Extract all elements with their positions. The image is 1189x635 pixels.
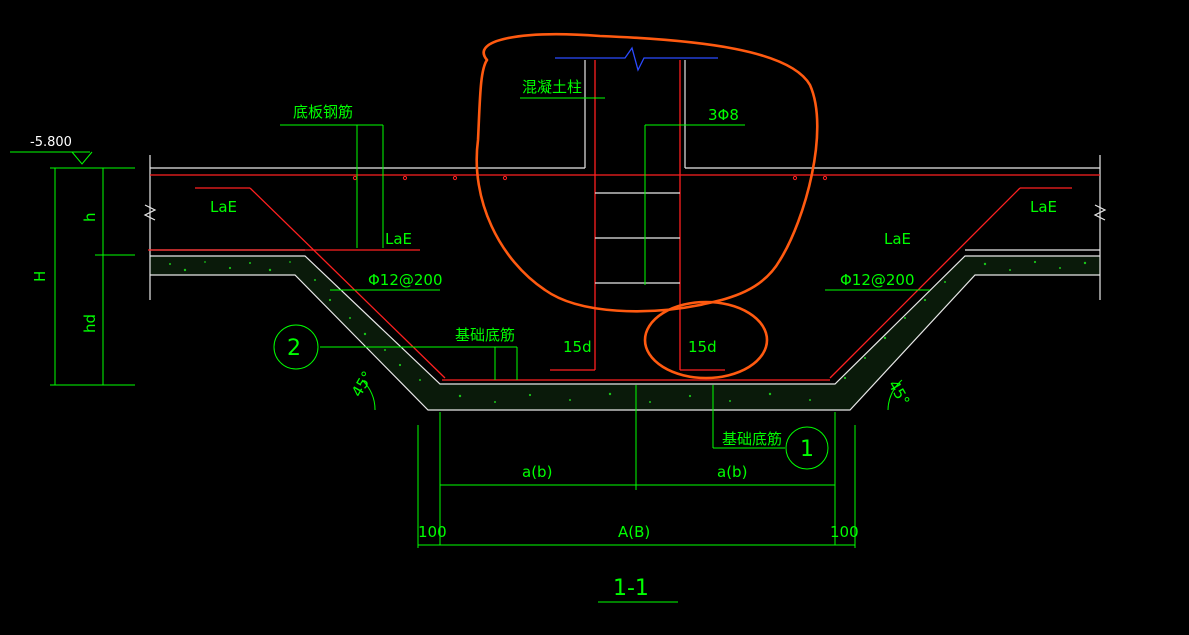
lae-right-mid: LaE xyxy=(884,230,911,248)
lae-left-top: LaE xyxy=(210,198,237,216)
rebars xyxy=(148,60,1100,381)
anchor-right-label: 15d xyxy=(688,338,717,356)
concrete-hatch xyxy=(150,256,1100,410)
dim-h: h xyxy=(81,212,99,222)
stirrups xyxy=(595,192,680,284)
base-rebar-bottom-label: 基础底筋 xyxy=(722,430,782,448)
dim-a-left: a(b) xyxy=(522,463,552,481)
dim-a-right: a(b) xyxy=(717,463,747,481)
anchor-left-label: 15d xyxy=(563,338,592,356)
elevation-label: -5.800 xyxy=(30,135,72,150)
dimensions xyxy=(10,97,930,603)
column-bars-label: 3Φ8 xyxy=(708,106,739,124)
lae-left-mid: LaE xyxy=(385,230,412,248)
markup-circle-large xyxy=(475,33,819,313)
dim-side-left: 100 xyxy=(418,523,447,541)
column-label: 混凝土柱 xyxy=(522,78,582,96)
base-rebar-top-label: 基础底筋 xyxy=(455,326,515,344)
dim-side-right: 100 xyxy=(830,523,859,541)
callout-2-circle xyxy=(273,324,319,370)
rebar-right-label: Φ12@200 xyxy=(840,271,915,289)
callout-2-label: 2 xyxy=(287,336,301,361)
callout-1-circle xyxy=(785,426,829,470)
dim-H: H xyxy=(31,271,49,282)
markup-circle-small xyxy=(643,300,769,380)
slab-outline xyxy=(143,60,1107,411)
dim-A: A(B) xyxy=(618,523,650,541)
slab-rebar-label: 底板钢筋 xyxy=(293,103,353,121)
break-right xyxy=(1093,204,1107,221)
break-left xyxy=(143,204,157,221)
rebar-left-label: Φ12@200 xyxy=(368,271,443,289)
lae-right-top: LaE xyxy=(1030,198,1057,216)
callout-1-label: 1 xyxy=(800,437,814,462)
section-title: 1-1 xyxy=(613,576,649,601)
dim-hd: hd xyxy=(81,314,99,333)
column-break-line xyxy=(555,46,718,72)
